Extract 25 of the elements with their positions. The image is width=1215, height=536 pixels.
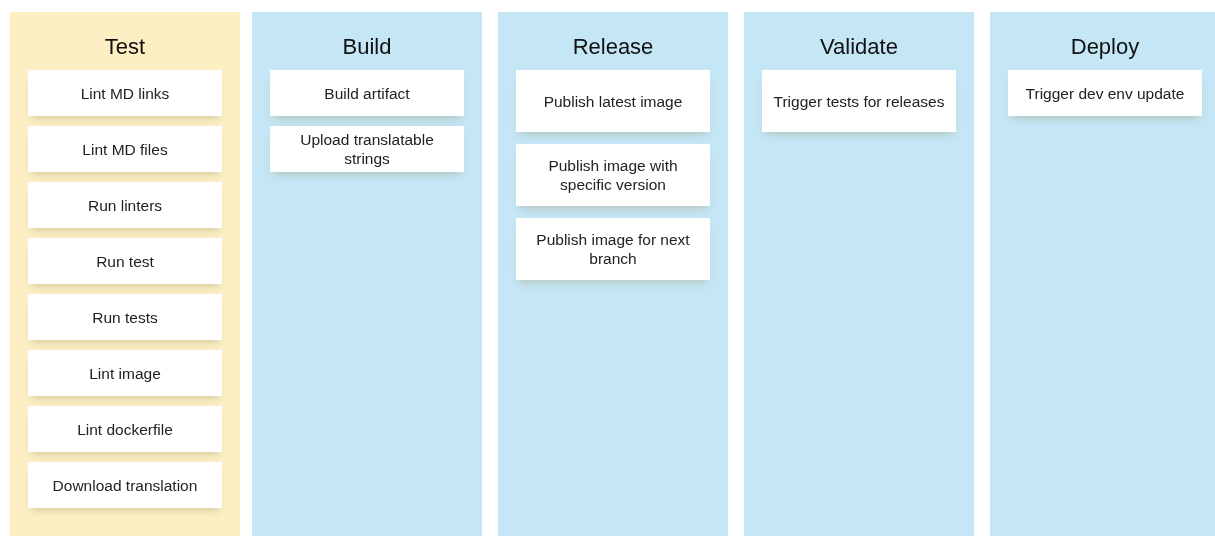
stage-column	[498, 12, 728, 536]
stage-column	[744, 12, 974, 536]
job-card: Download translation	[28, 462, 222, 508]
job-card: Run tests	[28, 294, 222, 340]
job-card: Trigger tests for releases	[762, 70, 956, 132]
job-card: Lint dockerfile	[28, 406, 222, 452]
job-card: Lint image	[28, 350, 222, 396]
job-card: Build artifact	[270, 70, 464, 116]
job-card: Run test	[28, 238, 222, 284]
job-card: Trigger dev env update	[1008, 70, 1202, 116]
column-heading: Build	[342, 34, 392, 58]
column-heading: Test	[104, 34, 146, 58]
stage-column	[10, 12, 240, 536]
job-card: Lint MD files	[28, 126, 222, 172]
column-heading: Deploy	[1070, 34, 1140, 58]
job-card: Run linters	[28, 182, 222, 228]
stage-column	[252, 12, 482, 536]
column-heading: Release	[572, 34, 654, 58]
stage-column	[990, 12, 1215, 536]
job-card: Publish image for next branch	[516, 218, 710, 280]
column-heading: Validate	[820, 34, 898, 58]
job-card: Lint MD links	[28, 70, 222, 116]
job-card: Publish latest image	[516, 70, 710, 132]
job-card: Upload translatable strings	[270, 126, 464, 172]
job-card: Publish image with specific version	[516, 144, 710, 206]
